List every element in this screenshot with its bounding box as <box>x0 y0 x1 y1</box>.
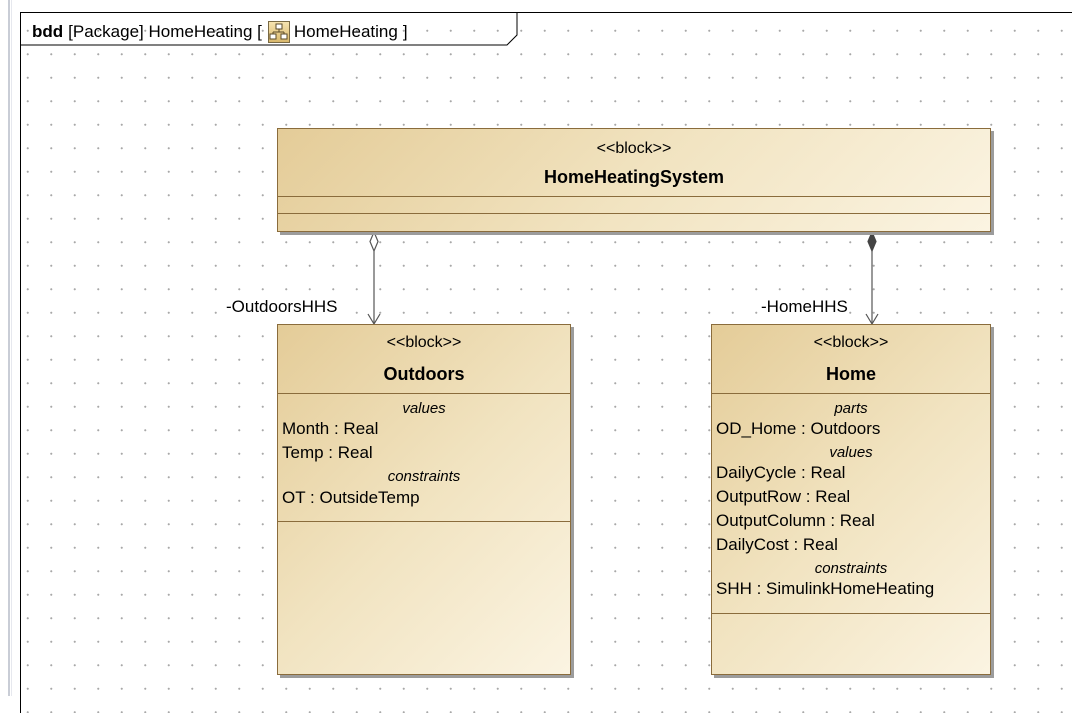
constraints-compartment-title: constraints <box>814 560 888 577</box>
constraint-property[interactable]: OT : OutsideTemp <box>282 488 420 507</box>
block-stereotype: <<block>> <box>386 334 462 351</box>
outdoors-association[interactable] <box>367 230 381 326</box>
value-property[interactable]: OutputColumn : Real <box>716 511 875 530</box>
constraint-property[interactable]: SHH : SimulinkHomeHeating <box>716 579 935 598</box>
home-block[interactable]: <<block>> Home parts OD_Home : Outdoors … <box>711 324 991 675</box>
value-property[interactable]: Temp : Real <box>282 443 373 462</box>
diagram-header-name: HomeHeating <box>293 22 398 41</box>
constraints-compartment-title: constraints <box>387 468 461 485</box>
value-property[interactable]: OutputRow : Real <box>716 487 851 506</box>
home-association[interactable] <box>865 230 879 326</box>
part-property[interactable]: OD_Home : Outdoors <box>716 419 881 438</box>
block-name: Home <box>825 364 876 384</box>
parts-compartment-title: parts <box>834 400 868 417</box>
value-property[interactable]: Month : Real <box>282 419 379 438</box>
home-role-label: -HomeHHS <box>760 297 849 317</box>
diagram-header-close: ] <box>402 22 408 41</box>
home-heating-system-block[interactable]: <<block>> HomeHeatingSystem <box>277 128 991 232</box>
block-name: Outdoors <box>383 364 465 384</box>
association-connectors <box>367 230 879 326</box>
compartment-divider <box>712 393 990 394</box>
left-gutter-rule-inner <box>11 0 12 696</box>
compartment-divider <box>278 393 570 394</box>
block-stereotype: <<block>> <box>813 334 889 351</box>
left-gutter-rule <box>8 0 10 696</box>
value-property[interactable]: DailyCycle : Real <box>716 463 846 482</box>
package-diagram-icon <box>267 21 290 43</box>
compartment-divider <box>278 521 570 522</box>
block-stereotype: <<block>> <box>596 140 672 157</box>
compartment-divider <box>712 613 990 614</box>
diagram-frame-tab: bdd [Package] HomeHeating [ HomeHeating … <box>20 12 518 46</box>
diagram-header: [Package] HomeHeating [ <box>68 22 262 41</box>
compartment-divider <box>278 213 990 214</box>
values-compartment-title: values <box>829 444 873 461</box>
values-compartment-title: values <box>402 400 446 417</box>
block-name: HomeHeatingSystem <box>543 167 725 187</box>
frame-tab-outline <box>20 12 518 46</box>
value-property[interactable]: DailyCost : Real <box>716 535 838 554</box>
compartment-divider <box>278 196 990 197</box>
diagram-kind: bdd <box>32 22 64 41</box>
outdoors-block[interactable]: <<block>> Outdoors values Month : Real T… <box>277 324 571 675</box>
outdoors-role-label: -OutdoorsHHS <box>225 297 339 317</box>
